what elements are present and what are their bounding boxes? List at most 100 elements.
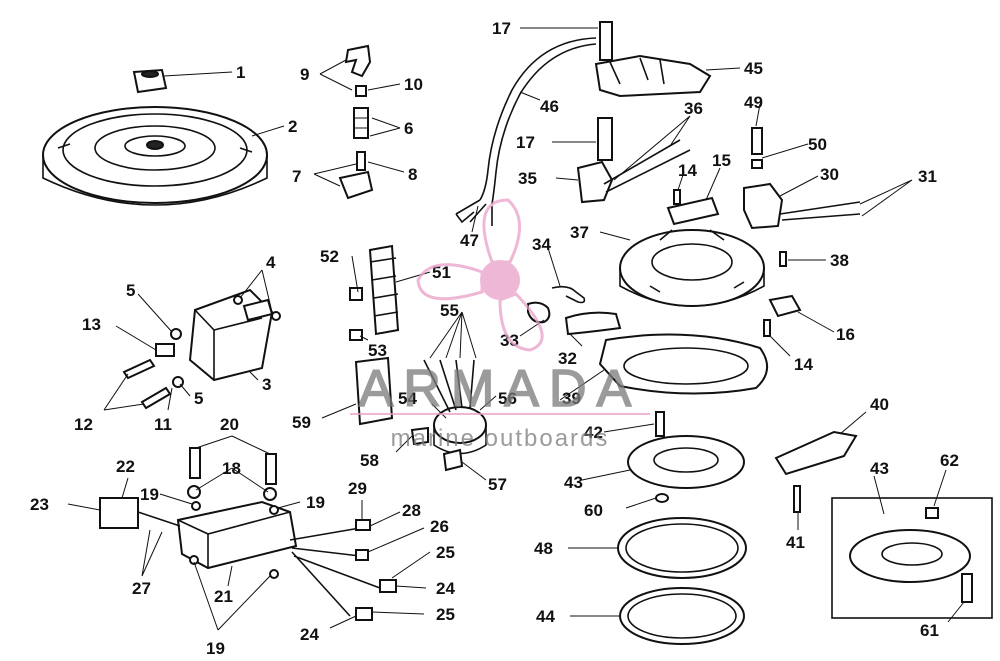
callout-27: 27 bbox=[132, 579, 151, 598]
callout-28: 28 bbox=[402, 501, 421, 520]
callout-8: 8 bbox=[408, 165, 417, 184]
callout-11: 11 bbox=[154, 415, 172, 434]
rectifier-assembly bbox=[354, 356, 487, 472]
callout-47: 47 bbox=[460, 231, 479, 250]
callout-46: 46 bbox=[540, 97, 559, 116]
callout-42: 42 bbox=[584, 423, 603, 442]
callout-56: 56 bbox=[498, 389, 517, 408]
callout-59: 59 bbox=[292, 413, 311, 432]
callout-22: 22 bbox=[116, 457, 135, 476]
callout-40: 40 bbox=[870, 395, 889, 414]
callout-39: 39 bbox=[562, 389, 581, 408]
callout-19c: 19 bbox=[206, 639, 225, 658]
retainer-clip bbox=[551, 285, 586, 304]
terminal-clip bbox=[355, 85, 367, 97]
callout-5a: 5 bbox=[126, 281, 135, 300]
callout-4: 4 bbox=[266, 253, 276, 272]
callout-51: 51 bbox=[432, 263, 451, 282]
armature-plate bbox=[598, 333, 768, 395]
throttle-cam bbox=[774, 430, 858, 513]
spark-plug-boot-top bbox=[344, 44, 372, 78]
callout-14b: 14 bbox=[794, 355, 813, 374]
callout-20: 20 bbox=[220, 415, 239, 434]
power-pack-screws bbox=[187, 447, 279, 579]
callout-30: 30 bbox=[820, 165, 839, 184]
callout-6: 6 bbox=[404, 119, 413, 138]
watermark: ARMADA marine outboards bbox=[350, 198, 650, 452]
callout-48: 48 bbox=[534, 539, 553, 558]
callout-23: 23 bbox=[30, 495, 49, 514]
callout-53: 53 bbox=[368, 341, 387, 360]
callout-43a: 43 bbox=[564, 473, 583, 492]
callout-49: 49 bbox=[744, 93, 763, 112]
callout-12: 12 bbox=[74, 415, 93, 434]
callout-54: 54 bbox=[398, 389, 417, 408]
stator-harness bbox=[455, 37, 597, 226]
callout-35: 35 bbox=[518, 169, 537, 188]
callout-61: 61 bbox=[920, 621, 939, 640]
callout-44: 44 bbox=[536, 607, 555, 626]
callout-26: 26 bbox=[430, 517, 449, 536]
spring-sleeve bbox=[353, 107, 369, 139]
callout-18: 18 bbox=[222, 459, 241, 478]
callout-15: 15 bbox=[712, 151, 731, 170]
callout-1: 1 bbox=[236, 63, 245, 82]
callout-9: 9 bbox=[300, 65, 309, 84]
inset-detail-box bbox=[831, 497, 993, 619]
callout-43b: 43 bbox=[870, 459, 889, 478]
flywheel-nut bbox=[132, 68, 168, 94]
callout-13: 13 bbox=[82, 315, 101, 334]
support-ring bbox=[617, 517, 747, 579]
charge-coil bbox=[576, 139, 691, 204]
callout-7: 7 bbox=[292, 167, 301, 186]
callout-45: 45 bbox=[744, 59, 763, 78]
terminal-block bbox=[349, 244, 400, 341]
callout-31: 31 bbox=[918, 167, 937, 186]
spark-plug-boot-bottom bbox=[338, 170, 374, 200]
watermark-tagline: marine outboards bbox=[391, 425, 610, 452]
callout-62: 62 bbox=[940, 451, 959, 470]
callout-19b: 19 bbox=[306, 493, 325, 512]
callout-19a: 19 bbox=[140, 485, 159, 504]
callout-2: 2 bbox=[288, 117, 297, 136]
callout-55: 55 bbox=[440, 301, 459, 320]
propeller-icon bbox=[416, 198, 544, 352]
grommets bbox=[527, 301, 622, 336]
callout-21: 21 bbox=[214, 587, 233, 606]
callout-24b: 24 bbox=[300, 625, 319, 644]
callout-58: 58 bbox=[360, 451, 379, 470]
watermark-brand: ARMADA bbox=[359, 360, 641, 418]
sensor-screws bbox=[597, 21, 613, 161]
callout-3: 3 bbox=[262, 375, 271, 394]
power-coil bbox=[743, 127, 861, 230]
flywheel bbox=[42, 106, 268, 206]
stator-plate bbox=[619, 229, 765, 307]
retainer-plate bbox=[627, 435, 745, 489]
timer-base bbox=[594, 54, 712, 98]
washer-small bbox=[655, 411, 669, 503]
coil-screws bbox=[122, 295, 281, 410]
callout-14a: 14 bbox=[678, 161, 697, 180]
leader-lines bbox=[67, 27, 965, 631]
callout-32: 32 bbox=[558, 349, 577, 368]
power-pack bbox=[99, 497, 397, 621]
callout-57: 57 bbox=[488, 475, 507, 494]
callout-29: 29 bbox=[348, 479, 367, 498]
callout-37: 37 bbox=[570, 223, 589, 242]
ignition-coil bbox=[188, 288, 274, 382]
callout-52: 52 bbox=[320, 247, 339, 266]
callout-24a: 24 bbox=[436, 579, 455, 598]
callout-labels: 1 2 3 4 5 5 6 7 8 9 10 11 12 13 14 14 15… bbox=[30, 19, 959, 658]
callout-25a: 25 bbox=[436, 543, 455, 562]
callout-5b: 5 bbox=[194, 389, 203, 408]
callout-34: 34 bbox=[532, 235, 551, 254]
callout-10: 10 bbox=[404, 75, 423, 94]
trigger-sensor bbox=[666, 196, 802, 318]
callout-36: 36 bbox=[684, 99, 703, 118]
callout-17b: 17 bbox=[516, 133, 535, 152]
callout-60: 60 bbox=[584, 501, 603, 520]
callout-16: 16 bbox=[836, 325, 855, 344]
terminal-sleeve bbox=[356, 151, 366, 171]
callout-17a: 17 bbox=[492, 19, 511, 38]
